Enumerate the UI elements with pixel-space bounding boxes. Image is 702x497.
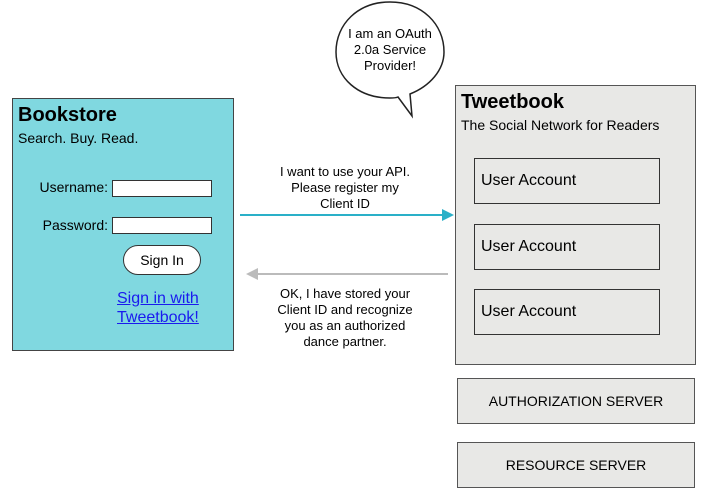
tweetbook-panel: Tweetbook The Social Network for Readers… — [455, 85, 696, 365]
username-label: Username: — [39, 179, 108, 195]
bubble-line: Provider! — [363, 58, 417, 73]
user-account-box: User Account — [474, 289, 660, 335]
user-account-box: User Account — [474, 158, 660, 204]
response-line: OK, I have stored your — [279, 286, 411, 301]
resource-server-box: RESOURCE SERVER — [457, 442, 695, 488]
speech-bubble — [335, 1, 445, 119]
request-message: I want to use your API. Please register … — [252, 164, 438, 212]
user-account-box: User Account — [474, 224, 660, 270]
tweetbook-title: Tweetbook — [461, 91, 564, 113]
bookstore-tagline: Search. Buy. Read. — [18, 130, 139, 146]
speech-bubble-text: I am an OAuth 2.0a Service Provider! — [340, 26, 440, 74]
response-arrow — [246, 268, 448, 280]
response-line: you as an authorized — [284, 318, 406, 333]
password-field[interactable] — [112, 217, 212, 234]
authorization-server-box: AUTHORIZATION SERVER — [457, 378, 695, 424]
password-label: Password: — [42, 217, 108, 233]
response-line: dance partner. — [303, 334, 387, 349]
bookstore-title: Bookstore — [18, 104, 117, 126]
sign-in-with-tweetbook-link[interactable]: Sign in with Tweetbook! — [117, 290, 199, 326]
bookstore-panel: Bookstore Search. Buy. Read. Username: P… — [12, 98, 234, 351]
request-arrow — [240, 209, 454, 221]
response-line: Client ID and recognize — [277, 302, 413, 317]
request-line: Client ID — [320, 196, 370, 211]
bubble-line: 2.0a Service — [353, 42, 427, 57]
sign-in-button[interactable]: Sign In — [123, 245, 201, 275]
request-line: Please register my — [291, 180, 399, 195]
response-message: OK, I have stored your Client ID and rec… — [252, 286, 438, 350]
bubble-line: I am an OAuth — [348, 26, 432, 41]
request-line: I want to use your API. — [279, 164, 411, 179]
tweetbook-tagline: The Social Network for Readers — [461, 117, 660, 133]
username-field[interactable] — [112, 180, 212, 197]
